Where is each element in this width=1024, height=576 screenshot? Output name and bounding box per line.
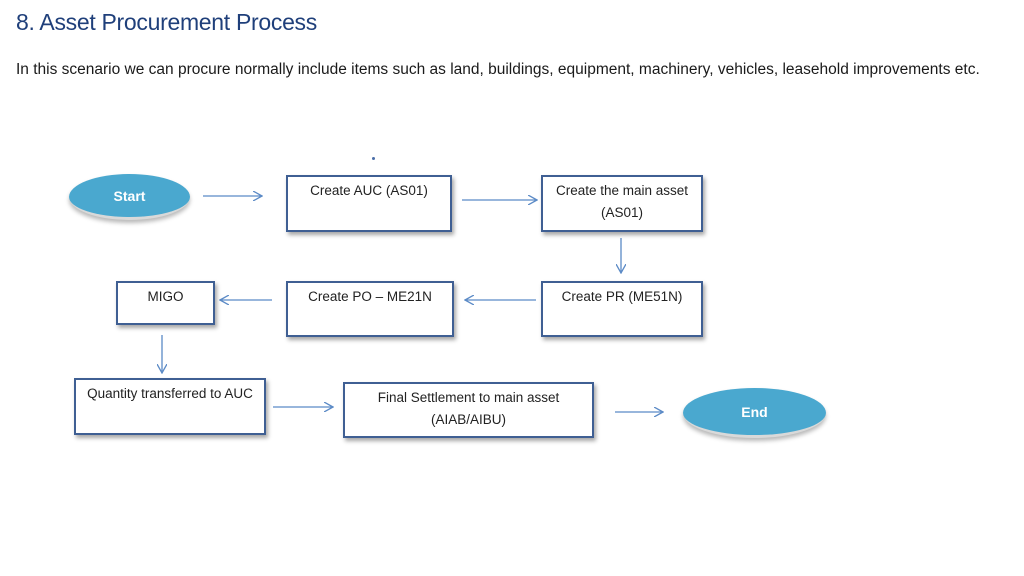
stray-dot	[372, 157, 375, 160]
end-node: End	[683, 388, 826, 438]
step-create-main-asset-label: Create the main asset (AS01)	[555, 183, 689, 220]
step-quantity-transferred-label: Quantity transferred to AUC	[87, 386, 253, 401]
end-label: End	[741, 403, 768, 420]
step-quantity-transferred: Quantity transferred to AUC	[74, 378, 266, 435]
page-description: In this scenario we can procure normally…	[16, 61, 980, 78]
page-title: 8. Asset Procurement Process	[16, 9, 317, 35]
step-migo-label: MIGO	[147, 289, 184, 304]
start-label: Start	[113, 187, 146, 204]
step-final-settlement: Final Settlement to main asset (AIAB/AIB…	[343, 382, 594, 438]
step-migo: MIGO	[116, 281, 215, 325]
step-create-pr: Create PR (ME51N)	[541, 281, 703, 337]
step-create-main-asset: Create the main asset (AS01)	[541, 175, 703, 232]
start-node: Start	[69, 174, 190, 220]
step-final-settlement-label: Final Settlement to main asset (AIAB/AIB…	[377, 390, 560, 427]
step-create-pr-label: Create PR (ME51N)	[561, 289, 683, 304]
step-create-auc: Create AUC (AS01)	[286, 175, 452, 232]
step-create-po-label: Create PO – ME21N	[308, 289, 432, 304]
step-create-auc-label: Create AUC (AS01)	[310, 183, 428, 198]
step-create-po: Create PO – ME21N	[286, 281, 454, 337]
